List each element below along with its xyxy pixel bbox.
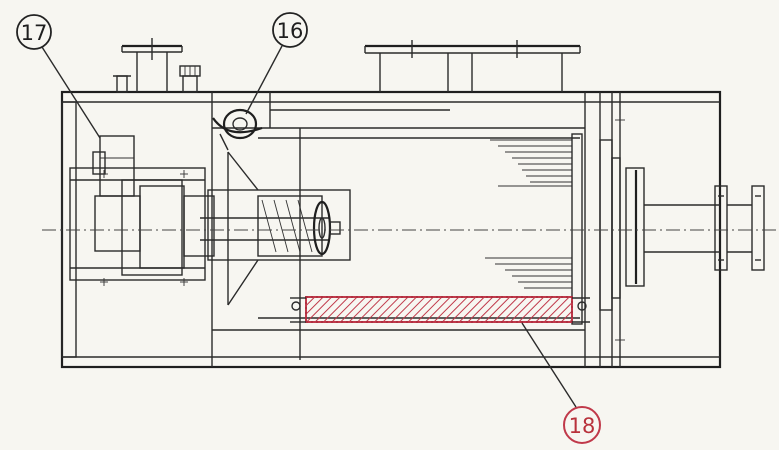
callout-16-label: 16 <box>277 19 304 43</box>
motor-assembly <box>69 135 215 281</box>
callout-16: 16 <box>245 12 308 115</box>
bearing-housing <box>212 108 263 151</box>
screw-shaft <box>200 151 351 306</box>
callout-18: 18 <box>521 322 601 444</box>
callout-18-label: 18 <box>569 414 596 438</box>
top-flange-left <box>121 38 183 92</box>
top-flange-right <box>364 40 581 92</box>
fin-array <box>485 133 645 325</box>
outlet-shaft <box>644 185 765 271</box>
fastener-marks <box>100 115 625 345</box>
top-fittings <box>113 65 201 93</box>
heating-element <box>290 296 590 323</box>
callout-17: 17 <box>16 14 101 139</box>
callout-17-label: 17 <box>21 21 48 45</box>
